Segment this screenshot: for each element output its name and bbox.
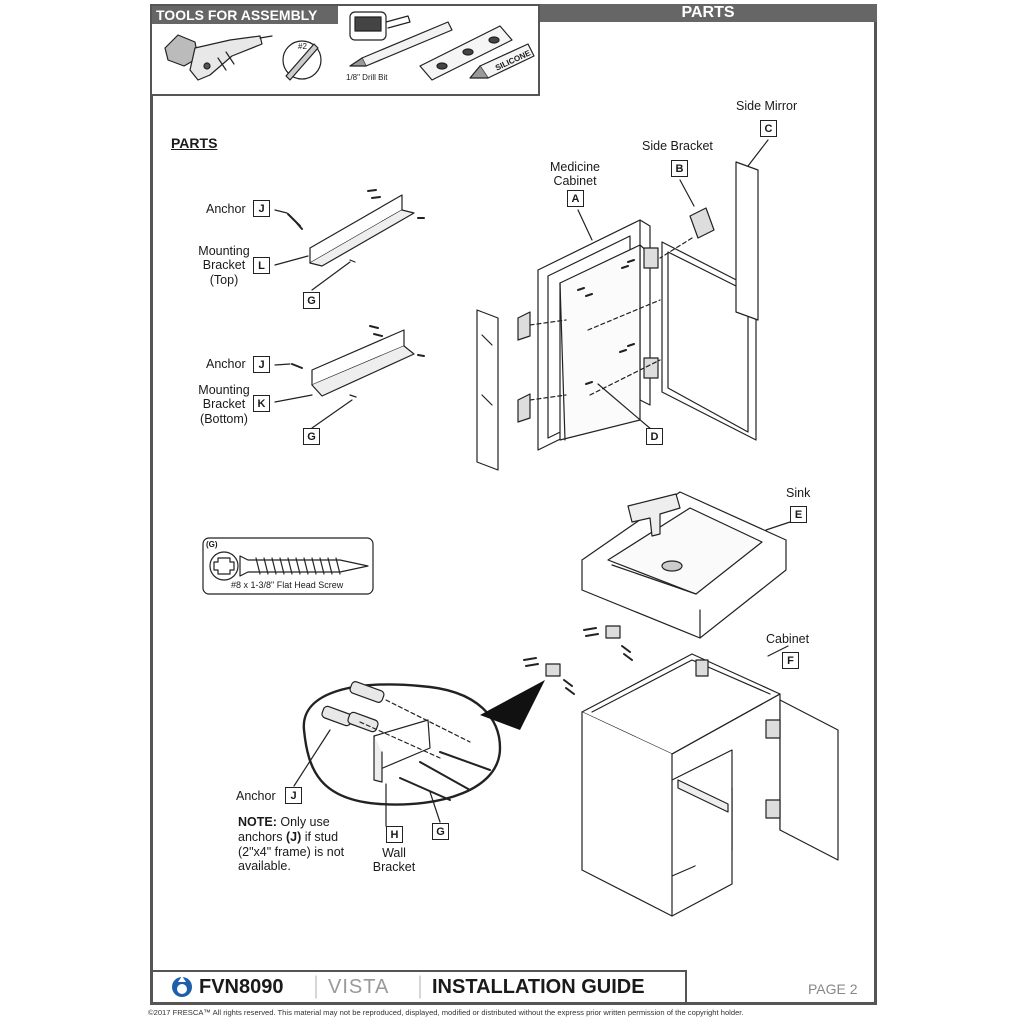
level-icon: [419, 25, 513, 81]
medicine-code: A: [567, 190, 584, 207]
anchor-detail-label: Anchor: [236, 789, 276, 803]
mount-top-label-1: Mounting: [198, 244, 250, 258]
medicine-label-2: Cabinet: [553, 174, 597, 188]
wall-bracket-code: H: [386, 826, 403, 843]
cabinet-drawing: [581, 645, 839, 917]
sink-drawing: [581, 491, 791, 639]
note-line1: Only use: [276, 815, 330, 829]
anchor-top-label: Anchor: [206, 202, 246, 216]
silicone-tube-icon: [469, 43, 535, 79]
note-bold: NOTE:: [238, 815, 277, 829]
pencil-icon: [349, 21, 453, 67]
footer-model: FVN8090: [199, 976, 284, 998]
drill-bit-label: 1/8" Drill Bit: [346, 73, 388, 82]
anchor-top-code: J: [253, 200, 270, 217]
screw-callout-code: (G): [206, 540, 218, 549]
mount-bottom-label-2: Bracket: [202, 397, 246, 411]
medicine-cabinet-drawing: [476, 139, 769, 471]
wall-bracket-detail: [293, 680, 545, 827]
mount-bottom-code: K: [253, 395, 270, 412]
screw-detail-code: G: [432, 823, 449, 840]
note-line-1: NOTE: Only use: [238, 815, 330, 829]
side-bracket-code: B: [671, 160, 688, 177]
note-line2a: anchors: [238, 830, 286, 844]
mounting-bracket-top: [274, 189, 425, 291]
note-line2c: if stud: [301, 830, 339, 844]
copyright: ©2017 FRESCA™ All rights reserved. This …: [148, 1008, 744, 1017]
screw-top-code: G: [303, 292, 320, 309]
mount-bottom-label-1: Mounting: [198, 383, 250, 397]
mount-bottom-label-3: (Bottom): [200, 412, 248, 426]
medicine-label-1: Medicine: [549, 160, 601, 174]
tools-title: TOOLS FOR ASSEMBLY: [152, 6, 338, 24]
footer-series: VISTA: [328, 976, 390, 998]
side-mirror-label: Side Mirror: [736, 99, 798, 113]
footer-bar: [150, 970, 687, 1003]
anchor-detail-code: J: [285, 787, 302, 804]
sink-brackets: [523, 625, 633, 695]
footer-guide: INSTALLATION GUIDE: [432, 976, 645, 998]
screwdriver-tag: #2: [298, 42, 307, 51]
sink-label: Sink: [786, 486, 811, 500]
sink-code: E: [790, 506, 807, 523]
note-line2b: (J): [285, 830, 302, 844]
side-bracket-label: Side Bracket: [642, 139, 713, 153]
screw-bottom-code: G: [303, 428, 320, 445]
mount-top-label-3: (Top): [209, 273, 239, 287]
side-mirror-code: C: [760, 120, 777, 137]
footer-page: PAGE 2: [808, 981, 858, 997]
hinge-code: D: [646, 428, 663, 445]
tape-measure-icon: [349, 11, 411, 41]
cabinet-code: F: [782, 652, 799, 669]
mounting-bracket-bottom: [274, 325, 425, 429]
anchor-bottom-code: J: [253, 356, 270, 373]
wall-bracket-label-1: Wall: [382, 846, 406, 860]
anchor-bottom-label: Anchor: [206, 357, 246, 371]
section-title: PARTS: [171, 135, 218, 151]
drill-icon: [164, 34, 273, 81]
note-line-4: available.: [238, 859, 291, 873]
mount-top-code: L: [253, 257, 270, 274]
cabinet-label: Cabinet: [766, 632, 810, 646]
mount-top-label-2: Bracket: [202, 258, 246, 272]
note-line-2: anchors (J) if stud: [238, 830, 338, 844]
screw-callout-text: #8 x 1-3/8" Flat Head Screw: [231, 580, 344, 590]
note-line-3: (2"x4" frame) is not: [238, 845, 345, 859]
parts-banner: PARTS: [539, 4, 877, 22]
fresca-logo-icon: [172, 976, 192, 997]
wall-bracket-label-2: Bracket: [372, 860, 416, 874]
screw-callout-drawing: [202, 537, 374, 595]
screwdriver-tip-icon: [282, 40, 322, 81]
